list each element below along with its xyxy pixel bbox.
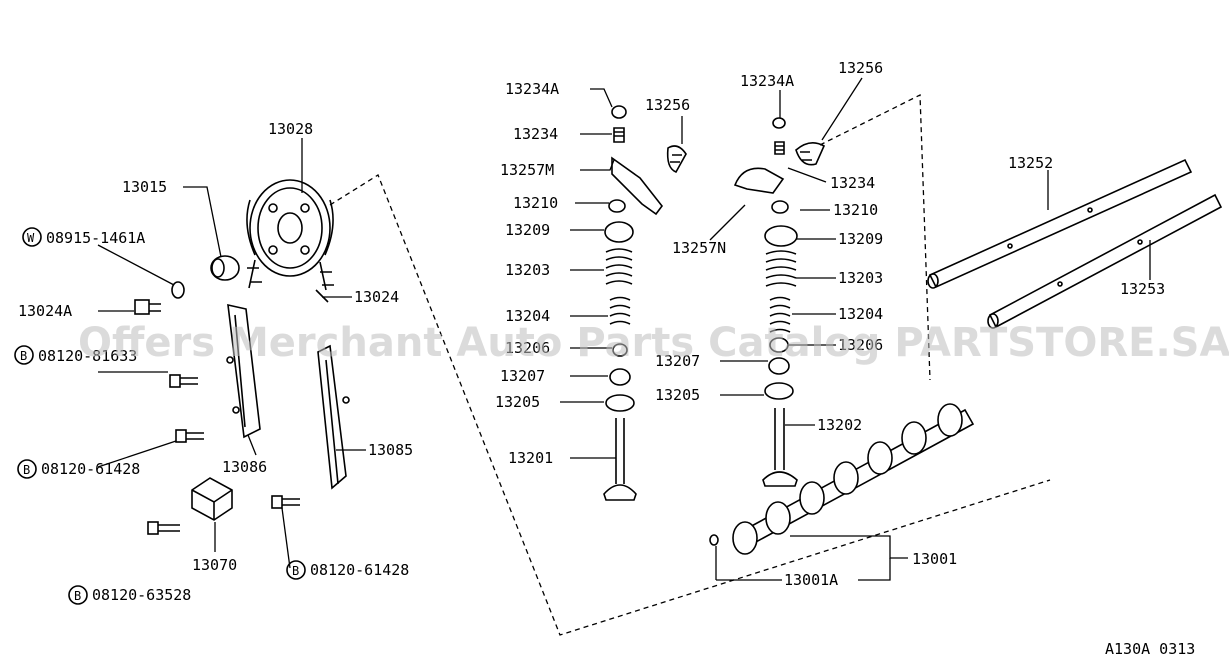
bolt-61428-a[interactable] (175, 429, 204, 443)
callout-08120-81633[interactable]: 08120-81633 (38, 347, 137, 365)
callout-left-13234[interactable]: 13234 (513, 125, 558, 143)
chain-guide[interactable] (226, 303, 261, 439)
callout-right-13256[interactable]: 13256 (838, 59, 883, 77)
callout-left-13203[interactable]: 13203 (505, 261, 550, 279)
rocker-shaft-13253[interactable] (987, 193, 1223, 329)
prefix-b-1: B (20, 349, 27, 363)
assembly-outline (329, 174, 1051, 636)
washer[interactable] (171, 281, 185, 299)
prefix-w: W (27, 231, 35, 245)
callout-13001a[interactable]: 13001A (784, 571, 838, 589)
rocker-shaft-13252[interactable] (927, 158, 1193, 289)
callout-labels: 13028 13015 08915-1461A 13024A 13024 081… (18, 59, 1165, 604)
callout-right-13209[interactable]: 13209 (838, 230, 883, 248)
callout-right-13203[interactable]: 13203 (838, 269, 883, 287)
callout-13024a[interactable]: 13024A (18, 302, 72, 320)
callout-right-13210[interactable]: 13210 (833, 201, 878, 219)
callout-right-13234[interactable]: 13234 (830, 174, 875, 192)
callout-left-13256[interactable]: 13256 (645, 96, 690, 114)
callout-13028[interactable]: 13028 (268, 120, 313, 138)
watermark: Offers Merchant Auto Parts Catalog PARTS… (78, 320, 1229, 366)
callout-right-13234a[interactable]: 13234A (740, 72, 794, 90)
callout-13015[interactable]: 13015 (122, 178, 167, 196)
callout-left-13209[interactable]: 13209 (505, 221, 550, 239)
sprocket-bolt[interactable] (134, 299, 161, 315)
spacer[interactable] (210, 255, 240, 281)
diagram-code: A130A 0313 (1105, 640, 1195, 658)
bolt-81633[interactable] (169, 374, 198, 388)
callout-right-13202[interactable]: 13202 (817, 416, 862, 434)
callout-left-13205[interactable]: 13205 (495, 393, 540, 411)
callout-13085[interactable]: 13085 (368, 441, 413, 459)
callout-right-13204[interactable]: 13204 (838, 305, 883, 323)
callout-08915-1461a[interactable]: 08915-1461A (46, 229, 145, 247)
timing-chain[interactable] (247, 259, 334, 303)
tensioner-arm[interactable] (317, 344, 350, 490)
assembly-outline-upper (819, 93, 931, 381)
left-valve-stack (603, 105, 687, 501)
callout-left-13206[interactable]: 13206 (505, 339, 550, 357)
prefix-b-3: B (292, 564, 299, 578)
bolt-61428-b[interactable] (271, 495, 300, 509)
callout-left-13210[interactable]: 13210 (513, 194, 558, 212)
callout-left-13201[interactable]: 13201 (508, 449, 553, 467)
callout-left-13204[interactable]: 13204 (505, 307, 550, 325)
callout-left-13234a[interactable]: 13234A (505, 80, 559, 98)
prefix-markers: W B B B B (14, 227, 306, 605)
callout-13001[interactable]: 13001 (912, 550, 957, 568)
callout-right-13207[interactable]: 13207 (655, 352, 700, 370)
callout-13070[interactable]: 13070 (192, 556, 237, 574)
chain-tensioner[interactable] (191, 477, 233, 521)
timing-sprocket[interactable] (246, 179, 334, 277)
callout-13252[interactable]: 13252 (1008, 154, 1053, 172)
callout-08120-61428-a[interactable]: 08120-61428 (41, 460, 140, 478)
callout-right-13206[interactable]: 13206 (838, 336, 883, 354)
callout-left-13257m[interactable]: 13257M (500, 161, 554, 179)
right-valve-stack (733, 117, 826, 487)
callout-08120-61428-b[interactable]: 08120-61428 (310, 561, 409, 579)
callout-13086[interactable]: 13086 (222, 458, 267, 476)
callout-13024[interactable]: 13024 (354, 288, 399, 306)
callout-left-13207[interactable]: 13207 (500, 367, 545, 385)
callout-13253[interactable]: 13253 (1120, 280, 1165, 298)
camshaft[interactable] (709, 403, 975, 555)
leader-lines (97, 77, 1151, 581)
bolt-63528[interactable] (147, 521, 180, 535)
prefix-b-2: B (23, 463, 30, 477)
callout-right-13257n[interactable]: 13257N (672, 239, 726, 257)
prefix-b-4: B (74, 589, 81, 603)
callout-right-13205[interactable]: 13205 (655, 386, 700, 404)
callout-08120-63528[interactable]: 08120-63528 (92, 586, 191, 604)
